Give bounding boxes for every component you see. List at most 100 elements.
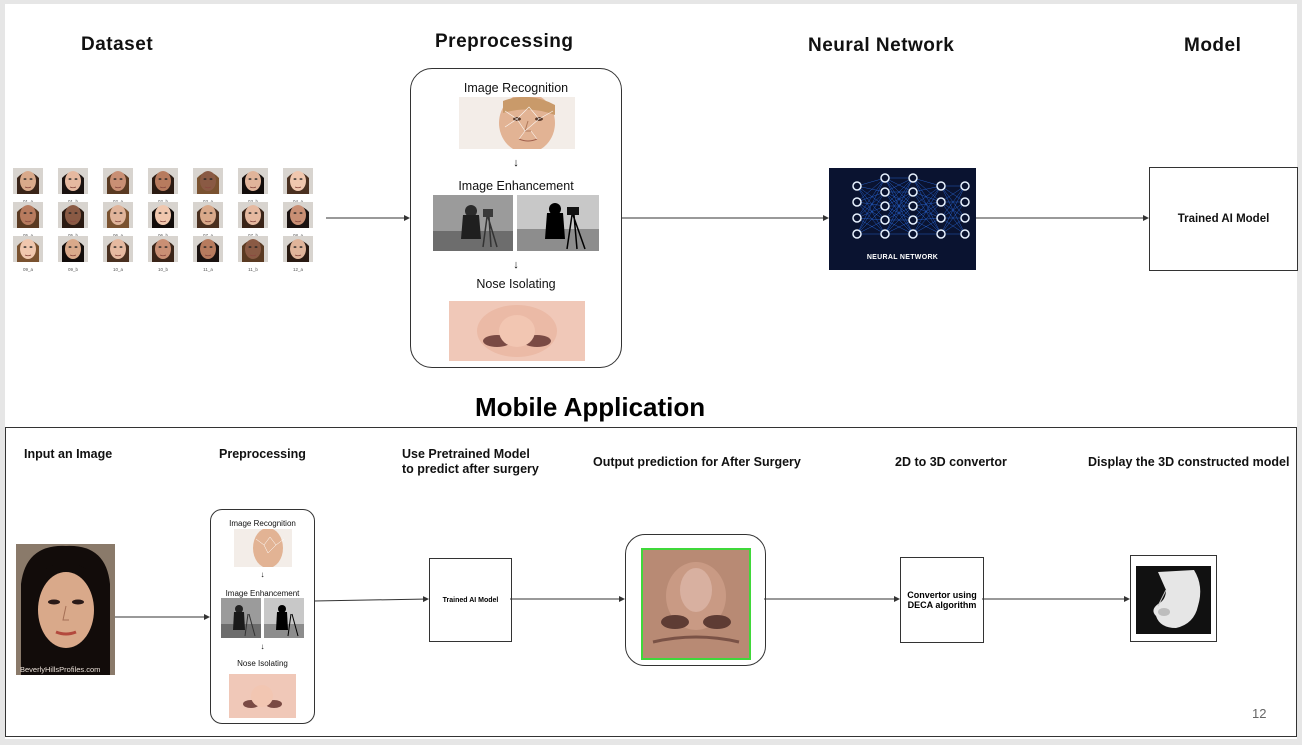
network-link xyxy=(856,191,886,203)
face-icon xyxy=(103,168,133,194)
dataset-face-thumbnail: 11_b xyxy=(238,236,268,272)
cameraman-enhanced-image xyxy=(517,195,599,251)
down-arrow-icon: ↓ xyxy=(260,570,265,579)
stage-pretrained-line2: to predict after surgery xyxy=(402,462,539,476)
face-icon xyxy=(238,168,268,194)
network-banner: NEURAL NETWORK xyxy=(866,254,939,261)
network-link xyxy=(912,191,942,235)
stage-input: Input an Image xyxy=(24,447,113,461)
page-number: 12 xyxy=(1252,706,1267,721)
dataset-face-label: 07_b xyxy=(247,233,258,238)
convertor-line2: DECA algorithm xyxy=(907,600,977,610)
network-link xyxy=(912,185,942,221)
step-image-enhancement: Image Enhancement xyxy=(458,179,574,193)
face-icon xyxy=(238,202,268,228)
network-node xyxy=(852,213,862,223)
face-icon xyxy=(58,236,88,262)
neural-network-title: Neural Network xyxy=(808,35,955,56)
network-link xyxy=(912,219,942,235)
face-icon xyxy=(58,168,88,194)
network-link xyxy=(912,191,942,219)
mini-step-enhancement: Image Enhancement xyxy=(225,589,300,598)
network-node xyxy=(936,181,946,191)
dataset-face-label: 02_b xyxy=(157,199,168,204)
face-icon xyxy=(103,236,133,262)
dataset-face-label: 05_b xyxy=(67,233,78,238)
mobile-app-title: Mobile Application xyxy=(475,392,706,422)
network-link xyxy=(856,191,886,235)
mini-step-isolating: Nose Isolating xyxy=(237,659,288,668)
dataset-face-label: 01_a xyxy=(22,199,33,204)
network-node xyxy=(908,173,918,183)
mini-cameraman-blurred xyxy=(221,598,261,638)
model-title: Model xyxy=(1184,35,1242,56)
dataset-face-thumbnail: 02_b xyxy=(148,168,178,204)
network-node xyxy=(960,181,970,191)
mobile-app-frame: Input an Image Preprocessing Use Pretrai… xyxy=(5,427,1297,737)
dataset-face-thumbnail: 05_b xyxy=(58,202,88,238)
network-link xyxy=(912,205,942,219)
network-link xyxy=(856,185,886,221)
network-node xyxy=(960,197,970,207)
mini-nose-image xyxy=(229,674,296,718)
face-icon xyxy=(148,168,178,194)
dataset-title: Dataset xyxy=(81,34,154,55)
dataset-face-thumbnail: 09_b xyxy=(58,236,88,272)
dataset-face-thumbnail: 10_b xyxy=(148,236,178,272)
network-link xyxy=(856,177,886,187)
network-node xyxy=(936,213,946,223)
dataset-face-thumbnail: 11_a xyxy=(193,236,223,272)
network-link xyxy=(940,201,966,235)
step-nose-isolating: Nose Isolating xyxy=(476,277,556,291)
stage-output: Output prediction for After Surgery xyxy=(593,455,801,469)
dataset-face-thumbnail: 01_b xyxy=(58,168,88,204)
dataset-face-label: 03_b xyxy=(247,199,258,204)
network-link xyxy=(884,177,914,221)
network-node xyxy=(936,197,946,207)
network-link xyxy=(856,177,886,219)
network-link xyxy=(940,185,966,219)
stage-preprocessing: Preprocessing xyxy=(219,447,306,461)
output-prediction-panel xyxy=(625,534,766,666)
face-icon xyxy=(283,202,313,228)
predicted-nose-image xyxy=(641,548,751,660)
face-icon xyxy=(13,236,43,262)
face-icon xyxy=(283,168,313,194)
mini-preprocessing-panel: Image Recognition ↓ Image Enhancement xyxy=(210,509,315,724)
convertor-box: Convertor using DECA algorithm xyxy=(900,557,984,643)
face-icon xyxy=(283,236,313,262)
down-arrow-icon: ↓ xyxy=(260,642,265,651)
step-image-recognition: Image Recognition xyxy=(463,81,569,95)
dataset-face-thumbnail: 06_b xyxy=(148,202,178,238)
network-node xyxy=(936,229,946,239)
mobile-model-label: Trained AI Model xyxy=(442,596,499,604)
dataset-face-thumbnail: 02_a xyxy=(103,168,133,204)
network-link xyxy=(940,217,966,235)
network-link xyxy=(856,201,886,235)
network-link xyxy=(912,177,942,235)
dataset-face-label: 04_a xyxy=(292,199,303,204)
bottom-arrows xyxy=(115,596,1130,620)
face-icon xyxy=(148,236,178,262)
trained-model-box: Trained AI Model xyxy=(1149,167,1298,271)
network-link xyxy=(884,177,914,235)
slide: Dataset Preprocessing Neural Network Mod… xyxy=(5,4,1298,739)
dataset-face-label: 02_a xyxy=(112,199,123,204)
down-arrow-icon: ↓ xyxy=(513,157,519,169)
network-link xyxy=(884,177,914,207)
dataset-face-thumbnail: 08_a xyxy=(283,202,313,238)
face-icon xyxy=(148,202,178,228)
network-link xyxy=(856,201,886,221)
network-link xyxy=(912,185,942,207)
dataset-face-label: 10_a xyxy=(112,267,123,272)
network-link xyxy=(912,201,942,235)
face-recognition-image xyxy=(459,93,575,153)
model-3d-frame xyxy=(1130,555,1217,642)
network-link xyxy=(912,177,942,219)
dataset-face-label: 06_a xyxy=(112,233,123,238)
top-arrows xyxy=(326,215,1149,221)
down-arrow-icon: ↓ xyxy=(513,259,519,271)
dataset-face-label: 01_b xyxy=(67,199,78,204)
network-node xyxy=(960,213,970,223)
